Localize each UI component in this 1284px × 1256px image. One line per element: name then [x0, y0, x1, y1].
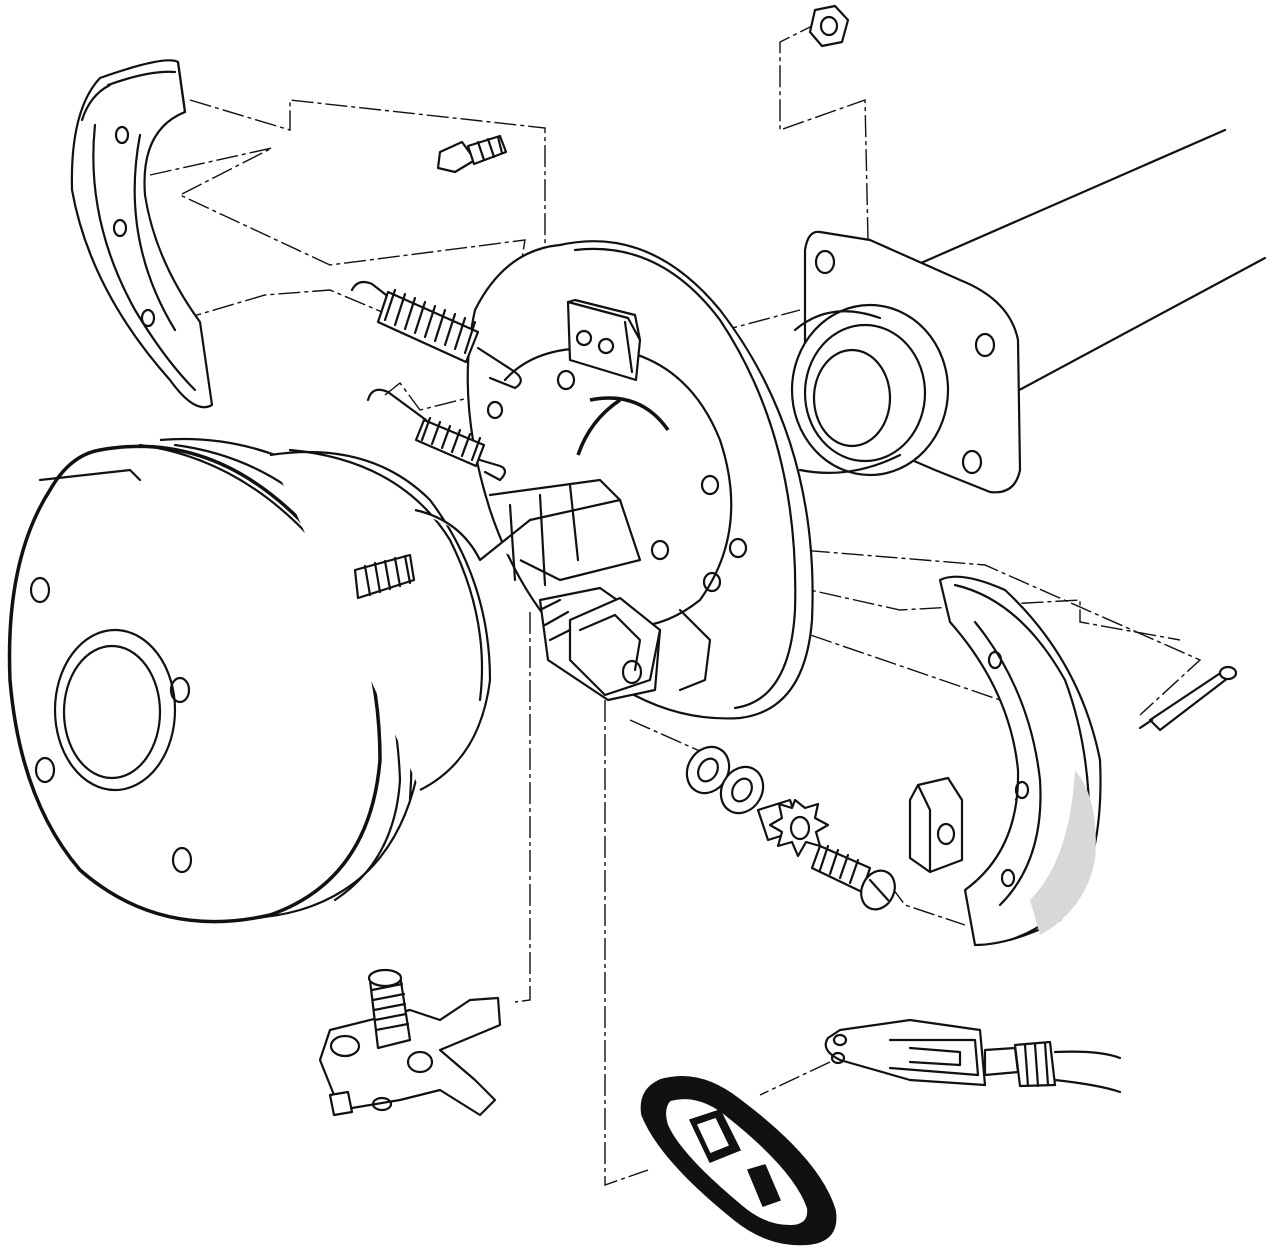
flange-bolt — [436, 134, 508, 174]
hub-flange — [790, 230, 1022, 494]
leader-lines — [149, 21, 1202, 1186]
adjuster-wheel — [756, 798, 830, 858]
adjuster-lever-assembly — [318, 968, 502, 1117]
shoe-clip — [908, 776, 964, 874]
drum-hub — [269, 448, 642, 791]
cotter-pin — [1138, 665, 1238, 732]
rubber-boot — [640, 1076, 837, 1246]
washer — [685, 745, 765, 815]
wheel-stud — [353, 553, 416, 600]
return-spring-lower — [366, 388, 507, 482]
return-spring-upper — [350, 280, 522, 390]
brake-shoe-upper — [70, 59, 214, 409]
adjuster-screw — [810, 844, 896, 911]
wheel-cylinder-block — [566, 298, 642, 382]
adjuster-housing — [538, 586, 662, 702]
brake-shoe-lower — [938, 575, 1102, 947]
cable-clevis — [824, 1018, 987, 1087]
nut — [808, 4, 850, 48]
brake-cable — [983, 1040, 1122, 1094]
